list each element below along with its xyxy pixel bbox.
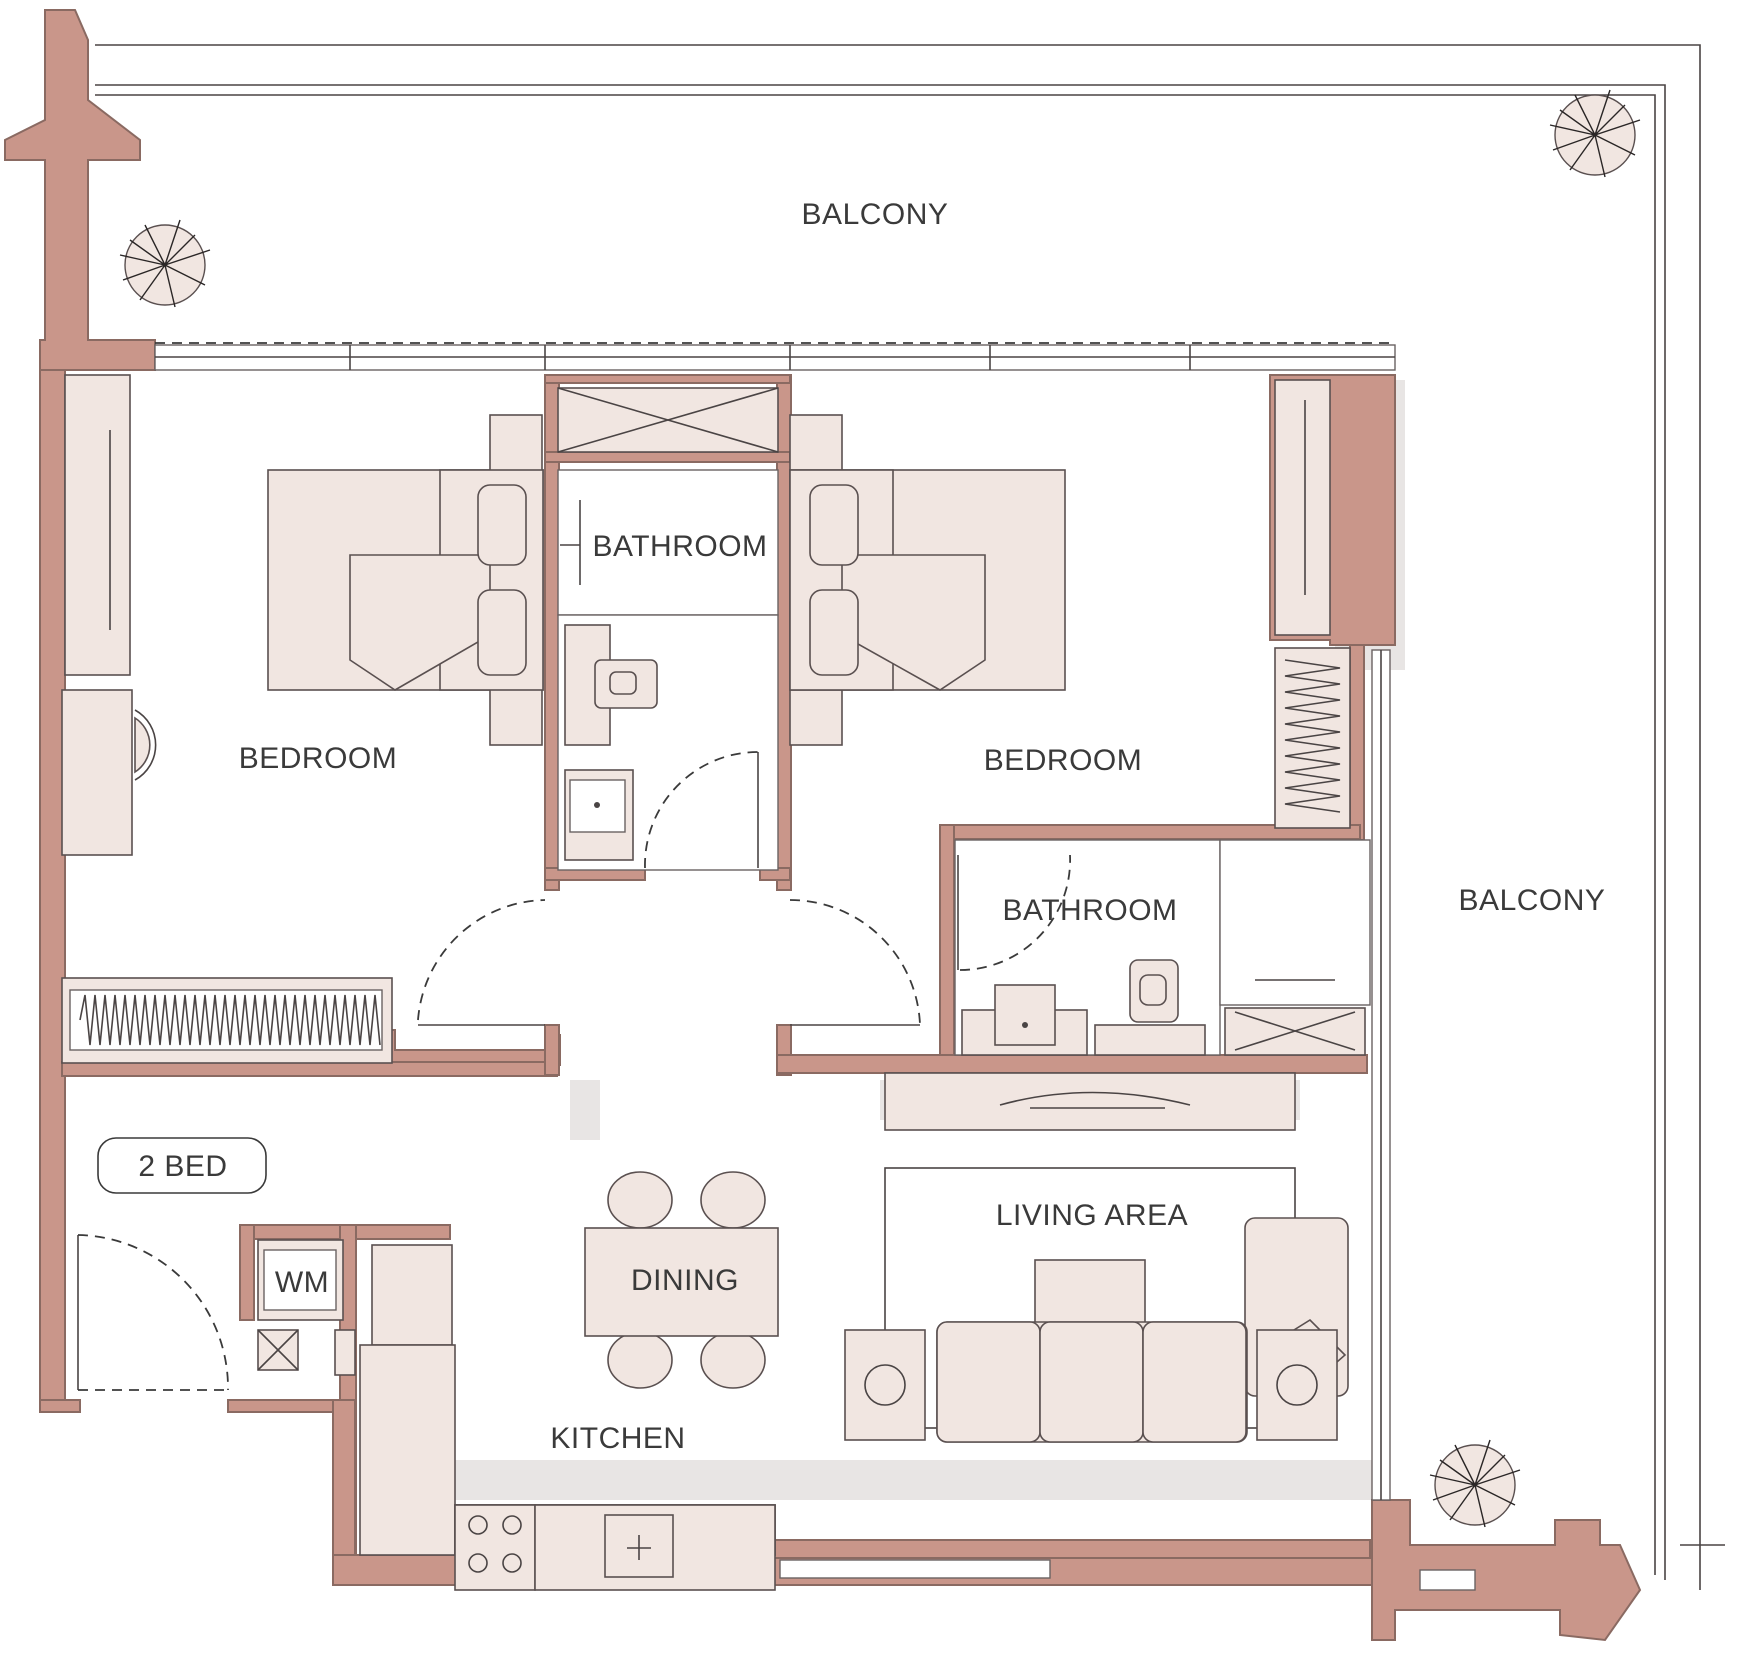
bathroom-right-fixtures xyxy=(954,839,1371,1056)
door-swing-icon xyxy=(77,1234,229,1391)
door-swing-icon xyxy=(789,899,921,1026)
door-swing-icon xyxy=(644,751,759,869)
sink-icon xyxy=(564,769,634,861)
living-area-furniture xyxy=(844,1167,1349,1443)
room-label-balcony-right: BALCONY xyxy=(1459,884,1606,917)
room-label-bedroom-right: BEDROOM xyxy=(984,744,1143,777)
stove-icon xyxy=(454,1504,536,1591)
room-label-kitchen: KITCHEN xyxy=(550,1422,685,1455)
tv-icon xyxy=(884,1072,1296,1131)
room-label-wm: WM xyxy=(275,1266,329,1299)
bed-icon xyxy=(789,414,1066,746)
room-label-balcony-top: BALCONY xyxy=(802,198,949,231)
walls xyxy=(4,9,1642,1642)
room-label-bathroom-top: BATHROOM xyxy=(592,530,767,563)
wardrobe-icon xyxy=(61,977,393,1064)
sink-icon xyxy=(961,984,1088,1056)
kitchen-furniture xyxy=(257,1239,1051,1591)
room-label-living-area: LIVING AREA xyxy=(996,1199,1188,1232)
plant-icon xyxy=(119,219,211,308)
bedroom-right-furniture xyxy=(789,379,1351,1026)
windows-top xyxy=(154,342,1396,371)
plant-icon xyxy=(1429,1439,1521,1528)
plant-icon xyxy=(1549,89,1641,178)
bed-icon xyxy=(267,414,544,746)
bedroom-left-furniture xyxy=(61,374,546,1064)
bathroom-top-fixtures xyxy=(557,387,779,871)
sofa-icon xyxy=(936,1321,1248,1443)
wardrobe-icon xyxy=(1274,647,1351,829)
room-label-bedroom-left: BEDROOM xyxy=(239,742,398,775)
unit-badge xyxy=(97,1137,267,1194)
door-swing-icon xyxy=(417,899,546,1026)
unit-badge-label: 2 BED xyxy=(138,1150,227,1183)
room-label-dining: DINING xyxy=(631,1264,739,1297)
balcony-railing xyxy=(95,44,1725,1590)
toilet-icon xyxy=(1094,959,1206,1056)
dining-furniture xyxy=(584,1171,779,1389)
sink-icon xyxy=(604,1514,674,1578)
toilet-icon xyxy=(564,624,658,746)
room-label-bathroom-right: BATHROOM xyxy=(1002,894,1177,927)
